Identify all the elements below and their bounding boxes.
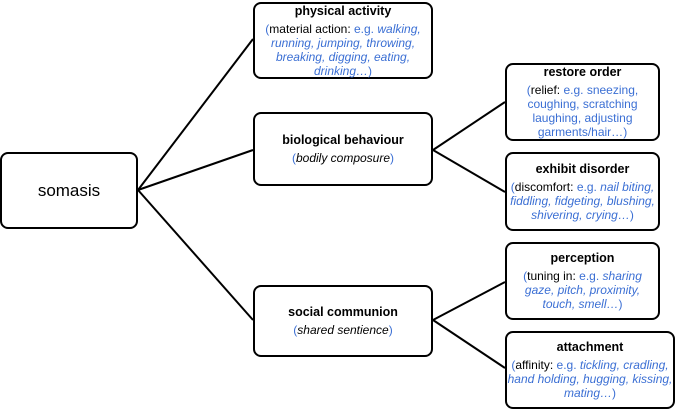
node-title: exhibit disorder [535,161,630,176]
node-perception: perception (tuning in: e.g. sharing gaze… [505,242,660,320]
node-title: social communion [288,305,398,319]
node-description: (discomfort: e.g. nail biting, fiddling,… [510,179,655,222]
node-description: (shared sentience) [293,323,393,337]
node-title: perception [550,251,615,265]
connector-biological-exhibit [432,149,506,193]
root-node-somasis: somasis [0,152,138,229]
node-title: physical activity [294,3,392,18]
node-exhibit-disorder: exhibit disorder (discomfort: e.g. nail … [505,152,660,231]
connector-root-biological [137,149,254,191]
node-title: biological behaviour [282,133,404,147]
connector-root-physical [137,38,254,191]
connector-root-social [137,189,254,321]
node-social-communion: social communion (shared sentience) [253,285,433,357]
node-description: (relief: e.g. sneezing, coughing, scratc… [526,83,639,139]
node-physical-activity: physical activity (material action: e.g.… [253,2,433,79]
node-description: (affinity: e.g. tickling, cradling, hand… [507,358,673,400]
node-attachment: attachment (affinity: e.g. tickling, cra… [505,331,675,409]
node-restore-order: restore order (relief: e.g. sneezing, co… [505,63,660,141]
node-title: restore order [543,65,622,79]
node-title: attachment [556,340,624,354]
connector-social-attachment [432,319,506,369]
connector-biological-restore [432,101,506,151]
node-description: (bodily composure) [291,151,395,165]
connector-social-perception [432,281,506,321]
node-biological-behaviour: biological behaviour (bodily composure) [253,112,433,186]
node-description: (material action: e.g. walking, running,… [265,21,421,78]
root-label: somasis [37,181,101,200]
node-description: (tuning in: e.g. sharing gaze, pitch, pr… [523,269,642,311]
